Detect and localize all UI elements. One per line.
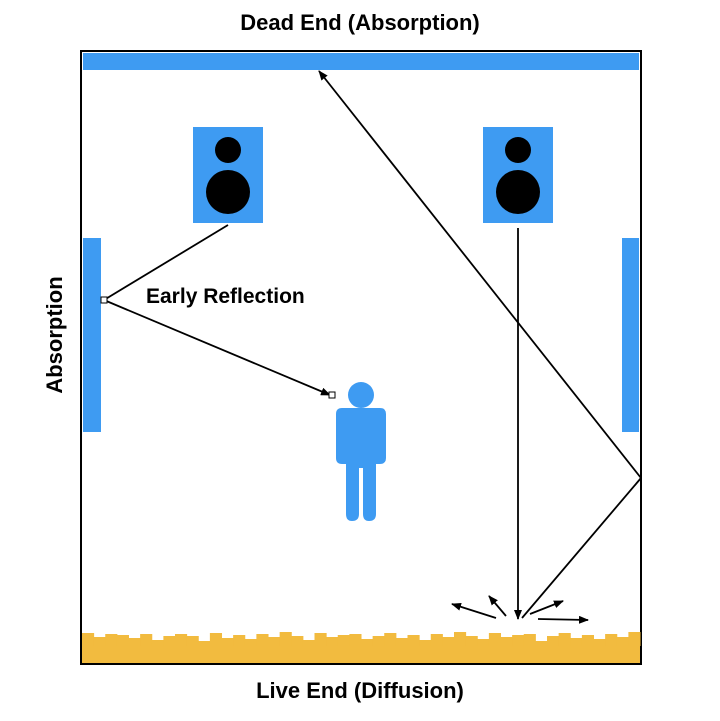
speaker-left <box>193 127 263 223</box>
diffuser-block <box>605 634 618 646</box>
diffuser-block <box>419 640 432 646</box>
listener-person-icon <box>336 382 386 521</box>
absorption-panel-right <box>622 238 639 432</box>
diffuser-block <box>616 637 629 646</box>
diffuser-block <box>326 637 339 646</box>
diffuser-block <box>535 641 548 646</box>
absorption-panel-top <box>83 53 639 70</box>
diffuser-block <box>291 636 304 646</box>
diffuser-block <box>314 633 327 646</box>
diffusion-arrow-1 <box>451 602 497 619</box>
diffuser-block <box>82 633 95 646</box>
diffuser <box>82 632 641 663</box>
speaker-right-tweeter <box>505 137 531 163</box>
diffuser-block <box>244 639 257 646</box>
diffuser-block <box>581 635 595 646</box>
diffuser-block <box>570 638 583 646</box>
listener-body <box>336 408 386 521</box>
diffuser-block <box>128 638 141 646</box>
listener-head <box>348 382 374 408</box>
diffuser-block <box>547 636 560 646</box>
diffuser-block <box>593 639 606 646</box>
room-walls <box>80 50 642 665</box>
speaker-right-woofer <box>496 170 540 214</box>
reflected-ray-to-dead-end <box>318 70 642 479</box>
diffuser-block <box>209 633 223 646</box>
diffuser-block <box>500 637 513 646</box>
diffuser-block <box>105 634 118 646</box>
diffuser-block <box>221 638 234 646</box>
diffusion-arrow-4 <box>537 615 589 624</box>
diffuser-block <box>268 637 281 646</box>
diffuse-ray-to-right-wall <box>521 477 642 619</box>
diffuser-block <box>558 633 571 646</box>
diffuser-block <box>512 635 525 646</box>
speaker-left-tweeter <box>215 137 241 163</box>
diffuser-base <box>82 645 640 663</box>
diffuser-block <box>337 635 350 646</box>
early-reflection-label: Early Reflection <box>146 285 305 308</box>
diffusion-arrow-2 <box>488 595 507 617</box>
dead-end-label: Dead End (Absorption) <box>240 10 480 35</box>
diffuser-block <box>628 632 641 646</box>
early-reflection-reflected-ray <box>103 299 331 396</box>
diffuser-block <box>454 632 467 646</box>
diffuser-block <box>384 633 397 646</box>
diffuser-block <box>140 634 153 646</box>
diffuser-block <box>523 634 536 646</box>
speaker-left-woofer <box>206 170 250 214</box>
diffusion-arrow-3 <box>529 600 564 615</box>
diffuser-block <box>256 634 269 646</box>
diffuser-block <box>349 634 362 646</box>
diffuser-block <box>361 639 374 646</box>
diffuser-block <box>430 634 443 646</box>
diffuser-block <box>116 635 130 646</box>
diffuser-block <box>477 639 490 646</box>
speaker-right <box>483 127 553 223</box>
diffuser-block <box>465 636 478 646</box>
diffuser-block <box>175 634 188 646</box>
diffuser-block <box>372 636 385 646</box>
diffuser-block <box>488 633 502 646</box>
early-reflection-incident-ray <box>103 224 229 301</box>
absorption-panel-left <box>83 238 101 432</box>
diffuser-block <box>442 637 455 646</box>
diffuser-block <box>186 636 199 646</box>
diffuser-block <box>279 632 292 646</box>
diffuser-block <box>163 636 176 646</box>
listener-ear-marker <box>328 391 336 399</box>
diffuser-block <box>151 640 164 646</box>
diffuser-block <box>407 635 420 646</box>
diffuser-block <box>198 641 211 646</box>
live-end-label: Live End (Diffusion) <box>256 678 464 703</box>
reflection-point-marker <box>100 296 108 304</box>
diffuser-block <box>302 640 316 646</box>
diffuser-block <box>233 635 246 646</box>
diffuser-block <box>93 637 106 646</box>
diffuser-block <box>395 638 409 646</box>
